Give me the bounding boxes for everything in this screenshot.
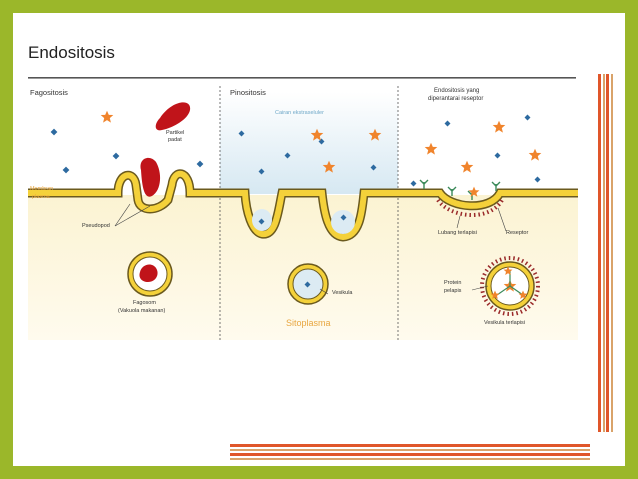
label-protein-line1: Protein: [444, 280, 462, 286]
section-pinositosis: Pinositosis: [230, 88, 266, 97]
plasma-membrane: [28, 170, 578, 241]
extracellular-region: [220, 92, 398, 194]
label-pseudopod: Pseudopod: [82, 223, 110, 229]
coated-pit-fringe: [436, 198, 504, 217]
label-sitoplasma: Sitoplasma: [286, 318, 331, 328]
stripe-bottom-2: [230, 449, 590, 451]
pinocytosis-pit-2: [331, 210, 355, 234]
label-partikel-line1: Partikel: [166, 130, 185, 136]
stripe-right-4: [611, 74, 613, 432]
label-partikel-line2: padat: [168, 137, 182, 143]
engulfed-particle-icon: [140, 157, 161, 197]
label-membran-line1: Membran: [30, 186, 54, 192]
label-reseptor: Reseptor: [506, 230, 529, 236]
label-vesikula: Vesikula: [332, 290, 353, 296]
label-lubang: Lubang terlapisi: [438, 230, 477, 236]
section-reseptor-line1: Endositosis yang: [434, 88, 480, 94]
leader-lines: [114, 203, 507, 295]
stripe-bottom-4: [230, 458, 590, 460]
coated-vesicle: [480, 256, 540, 316]
label-fagosom-line1: Fagosom: [133, 300, 156, 306]
section-reseptor-line2: diperantarai reseptor: [428, 96, 484, 102]
stripe-bottom-1: [230, 444, 590, 447]
label-cairan: Cairan ekstraseluler: [275, 110, 324, 116]
phagosome-particle-icon: [139, 264, 158, 282]
stripe-bottom-3: [230, 453, 590, 456]
section-fagositosis: Fagositosis: [30, 88, 68, 97]
label-protein-line2: pelapis: [444, 288, 462, 294]
solid-particle-icon: [155, 102, 191, 131]
label-membran-line2: plasma: [32, 194, 50, 200]
label-vesikula-terlapisi: Vesikula terlapisi: [484, 320, 525, 326]
label-fagosom-line2: (Vakuola makanan): [118, 308, 166, 314]
title-underline: [28, 77, 576, 79]
page-title: Endositosis: [28, 43, 115, 62]
stripe-right-2: [603, 74, 605, 432]
stripe-right-1: [598, 74, 601, 432]
stripe-right-3: [606, 74, 609, 432]
